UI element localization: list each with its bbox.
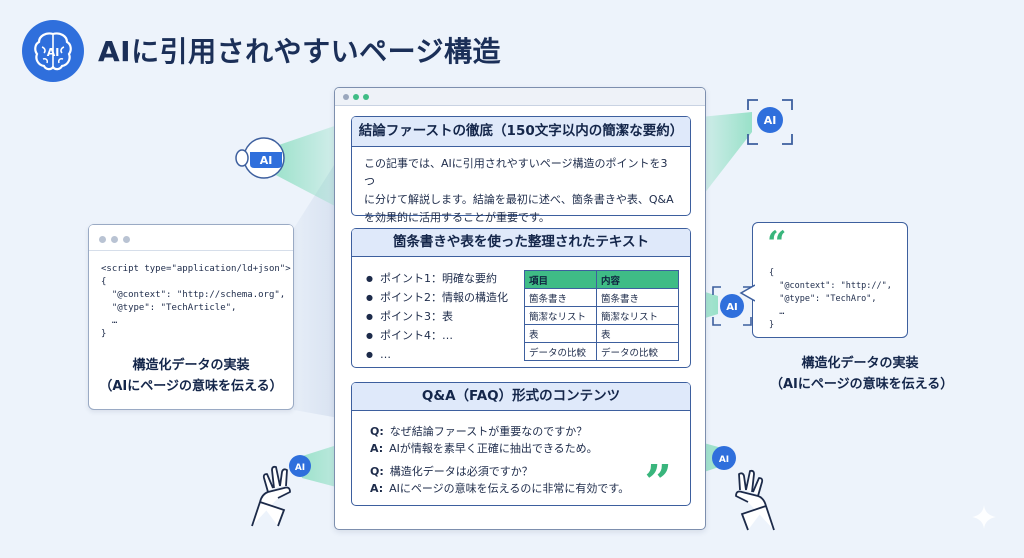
logo-text: AI (47, 46, 60, 59)
table-cell: 表 (596, 324, 679, 343)
robot-hand-icon: AI (251, 455, 311, 527)
ai-target-badge-icon: AI (712, 286, 752, 326)
sparkle-icon (972, 505, 996, 529)
ai-label: AI (764, 114, 777, 127)
table-header-cell: 内容 (596, 270, 679, 289)
table-cell: 箇条書き (596, 288, 679, 307)
table-row: 箇条書き 箇条書き (524, 288, 679, 307)
code-line: … (769, 307, 785, 317)
page-title: AIに引用されやすいページ構造 (98, 35, 502, 68)
summary-heading: 結論ファーストの徹底（150文字以内の簡潔な要約） (352, 117, 690, 147)
brain-icon: AI (34, 32, 72, 71)
faq-item: Q: 構造化データは必須ですか？ A: AIにページの意味を伝えるのに非常に有効です… (370, 463, 629, 497)
browser-titlebar (335, 88, 705, 106)
faq-section: Q&A（FAQ）形式のコンテンツ Q: なぜ結論ファーストが重要なのですか？ A:… (351, 382, 691, 511)
caption-line: 構造化データの実装 (132, 358, 250, 373)
window-dot-icon (353, 94, 359, 100)
code-line: "@type": "TechArticle", (101, 303, 237, 313)
window-dot-icon (123, 236, 130, 243)
code-line: } (769, 320, 775, 330)
table-cell: 箇条書き (524, 288, 597, 307)
question-label: Q: (370, 425, 384, 438)
robot-hand-icon: AI (712, 446, 775, 531)
list-item: ポイント4：… (366, 326, 508, 345)
table-cell: データの比較 (596, 342, 679, 361)
ai-robot-head-icon: AI (235, 137, 285, 179)
window-dot-icon (99, 236, 106, 243)
code-line: } (101, 329, 107, 339)
code-line: … (101, 316, 118, 326)
window-dot-icon (343, 94, 349, 100)
answer-text: AIにページの意味を伝えるのに非常に有効です。 (389, 482, 630, 495)
ai-label: AI (260, 154, 273, 167)
code-line: "@type": "TechAro", (769, 294, 877, 304)
table-header-row: 項目 内容 (524, 270, 679, 289)
list-item: ポイント1：明確な要約 (366, 269, 508, 288)
left-caption: 構造化データの実装 （AIにページの意味を伝える） (88, 355, 294, 397)
ai-brain-logo: AI (22, 20, 84, 82)
list-item: ポイント2：情報の構造化 (366, 288, 508, 307)
code-line: "@context": "http://", (769, 281, 892, 291)
table-row: 表 表 (524, 324, 679, 343)
ai-label: AI (726, 302, 737, 313)
json-ld-code: { "@context": "http://", "@type": "TechA… (769, 267, 892, 332)
summary-body: この記事では、AIに引用されやすいページ構造のポイントを3つ に分けて解説します… (352, 147, 690, 227)
code-line: "@context": "http://schema.org", (101, 290, 286, 300)
summary-line: に分けて解説します。結論を最初に述べ、箇条書きや表、Q&A (364, 193, 674, 206)
question-label: Q: (370, 465, 384, 478)
faq-heading: Q&A（FAQ）形式のコンテンツ (352, 383, 690, 411)
question-text: 構造化データは必須ですか？ (389, 465, 533, 478)
structured-text-section: 箇条書きや表を使った整理されたテキスト ポイント1：明確な要約 ポイント2：情報… (351, 228, 691, 368)
list-item: ポイント3：表 (366, 307, 508, 326)
table-cell: 簡潔なリスト (596, 306, 679, 325)
summary-line: を効果的に活用することが重要です。 (364, 211, 550, 224)
comparison-table: 項目 内容 箇条書き 箇条書き 簡潔なリスト 簡潔なリスト 表 表 データの比較… (524, 270, 679, 361)
code-line: { (101, 277, 107, 287)
table-cell: データの比較 (524, 342, 597, 361)
table-cell: 表 (524, 324, 597, 343)
window-dot-icon (111, 236, 118, 243)
question-text: なぜ結論ファーストが重要なのですか？ (389, 425, 588, 438)
webpage-mockup: 結論ファーストの徹底（150文字以内の簡潔な要約） この記事では、AIに引用され… (334, 87, 706, 530)
browser-titlebar (89, 225, 293, 251)
opening-quote-icon: “ (767, 224, 787, 264)
answer-text: AIが情報を素早く正確に抽出できるため。 (389, 442, 598, 455)
list-item: … (366, 345, 508, 364)
table-row: 簡潔なリスト 簡潔なリスト (524, 306, 679, 325)
right-caption: 構造化データの実装 （AIにページの意味を伝える） (770, 353, 954, 395)
closing-quote-icon: ” (644, 455, 672, 511)
ai-label: AI (295, 463, 305, 473)
ai-target-badge-icon: AI (747, 99, 793, 145)
caption-line: （AIにページの意味を伝える） (99, 379, 283, 394)
window-dot-icon (363, 94, 369, 100)
json-ld-browser: <script type="application/ld+json"> { "@c… (88, 224, 294, 410)
summary-section: 結論ファーストの徹底（150文字以内の簡潔な要約） この記事では、AIに引用され… (351, 116, 691, 224)
caption-line: 構造化データの実装 (801, 356, 919, 371)
structured-heading: 箇条書きや表を使った整理されたテキスト (352, 229, 690, 257)
answer-label: A: (370, 442, 384, 455)
ai-label: AI (719, 455, 729, 465)
faq-item: Q: なぜ結論ファーストが重要なのですか？ A: AIが情報を素早く正確に抽出できる… (370, 423, 598, 457)
code-line: <script type="application/ld+json"> (101, 264, 291, 274)
caption-line: （AIにページの意味を伝える） (770, 377, 954, 392)
json-ld-card: “ { "@context": "http://", "@type": "Tec… (739, 222, 908, 338)
json-ld-code: <script type="application/ld+json"> { "@c… (101, 263, 291, 341)
table-cell: 簡潔なリスト (524, 306, 597, 325)
code-line: { (769, 268, 775, 278)
bullet-list: ポイント1：明確な要約 ポイント2：情報の構造化 ポイント3：表 ポイント4：…… (366, 269, 508, 364)
answer-label: A: (370, 482, 384, 495)
table-header-cell: 項目 (524, 270, 597, 289)
summary-line: この記事では、AIに引用されやすいページ構造のポイントを3つ (364, 157, 668, 188)
table-row: データの比較 データの比較 (524, 342, 679, 361)
speech-tail-icon (739, 284, 755, 302)
